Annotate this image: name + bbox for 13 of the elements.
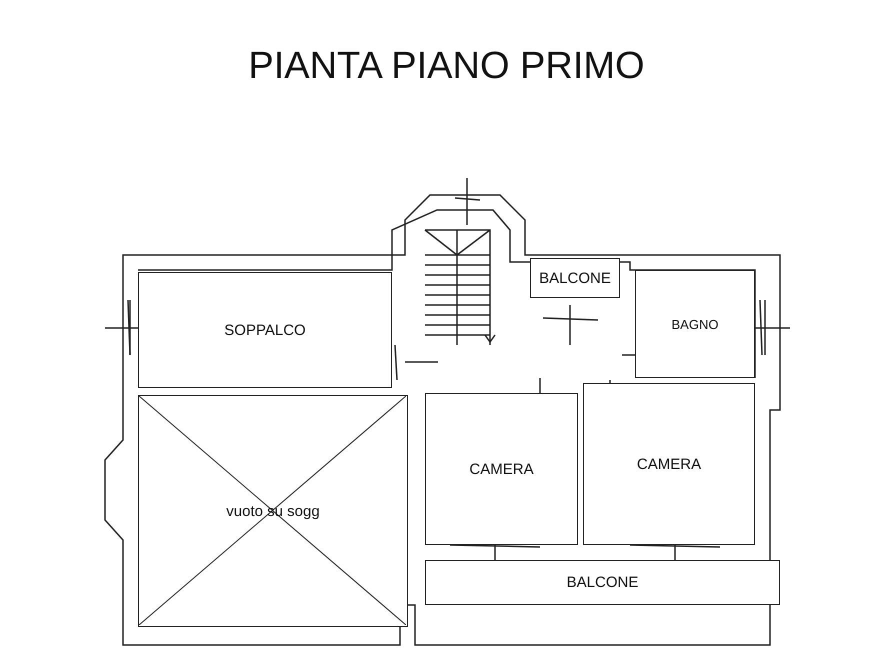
room-name: BALCONE: [566, 574, 638, 591]
room-outline: [583, 383, 755, 545]
room-name: SOPPALCO: [224, 322, 306, 338]
room-outline: [425, 560, 780, 605]
room-name: CAMERA: [636, 456, 702, 472]
room-name: BAGNO: [672, 316, 718, 332]
room-name: BALCONE: [539, 270, 611, 286]
plan-title: PIANTA PIANO PRIMO: [247, 45, 646, 88]
room-outline: [138, 272, 392, 388]
room-outline: [425, 393, 578, 545]
room-outline: [530, 258, 620, 298]
room-name: CAMERA: [469, 460, 534, 478]
room-outline: [635, 270, 755, 378]
